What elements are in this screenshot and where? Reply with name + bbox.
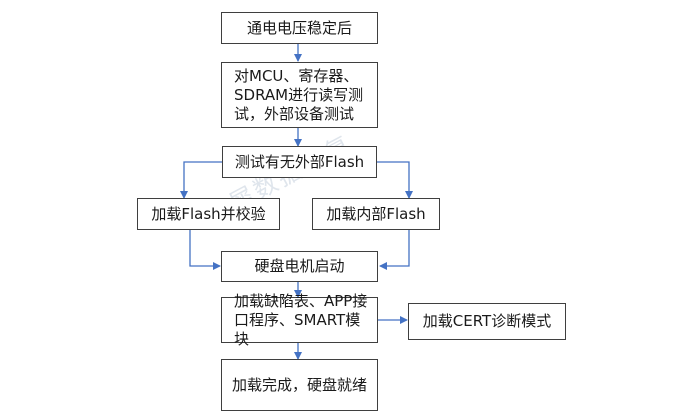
arrow-ext-flash-to-motor [189,230,221,270]
arrow-flash-check-left [180,161,222,199]
node-rw-test: 对MCU、寄存器、 SDRAM进行读写测 试，外部设备测试 [221,62,378,128]
arrow-flash-check-right [377,161,413,199]
node-rw-test-label: 对MCU、寄存器、 SDRAM进行读写测 试，外部设备测试 [234,66,364,123]
node-flash-check: 测试有无外部Flash [222,146,377,178]
node-cert-mode: 加载CERT诊断模式 [408,303,566,340]
node-power-stable: 通电电压稳定后 [221,12,378,44]
node-load-int-flash-label: 加载内部Flash [326,204,426,223]
node-disk-ready-label: 加载完成，硬盘就绪 [231,375,367,394]
node-power-stable-label: 通电电压稳定后 [246,18,352,37]
node-load-ext-flash-label: 加载Flash并校验 [151,204,266,223]
node-load-modules: 加载缺陷表、APP接 口程序、SMART模块 [221,292,378,348]
node-disk-motor-start: 硬盘电机启动 [221,251,378,282]
arrow-int-flash-to-motor [379,230,410,270]
node-load-modules-label: 加载缺陷表、APP接 口程序、SMART模块 [234,291,368,348]
node-cert-mode-label: 加载CERT诊断模式 [422,312,552,330]
node-load-ext-flash: 加载Flash并校验 [137,198,280,230]
node-disk-ready: 加载完成，硬盘就绪 [221,359,378,411]
node-load-int-flash: 加载内部Flash [312,198,440,230]
node-disk-motor-start-label: 硬盘电机启动 [254,257,345,275]
node-flash-check-label: 测试有无外部Flash [234,152,365,171]
